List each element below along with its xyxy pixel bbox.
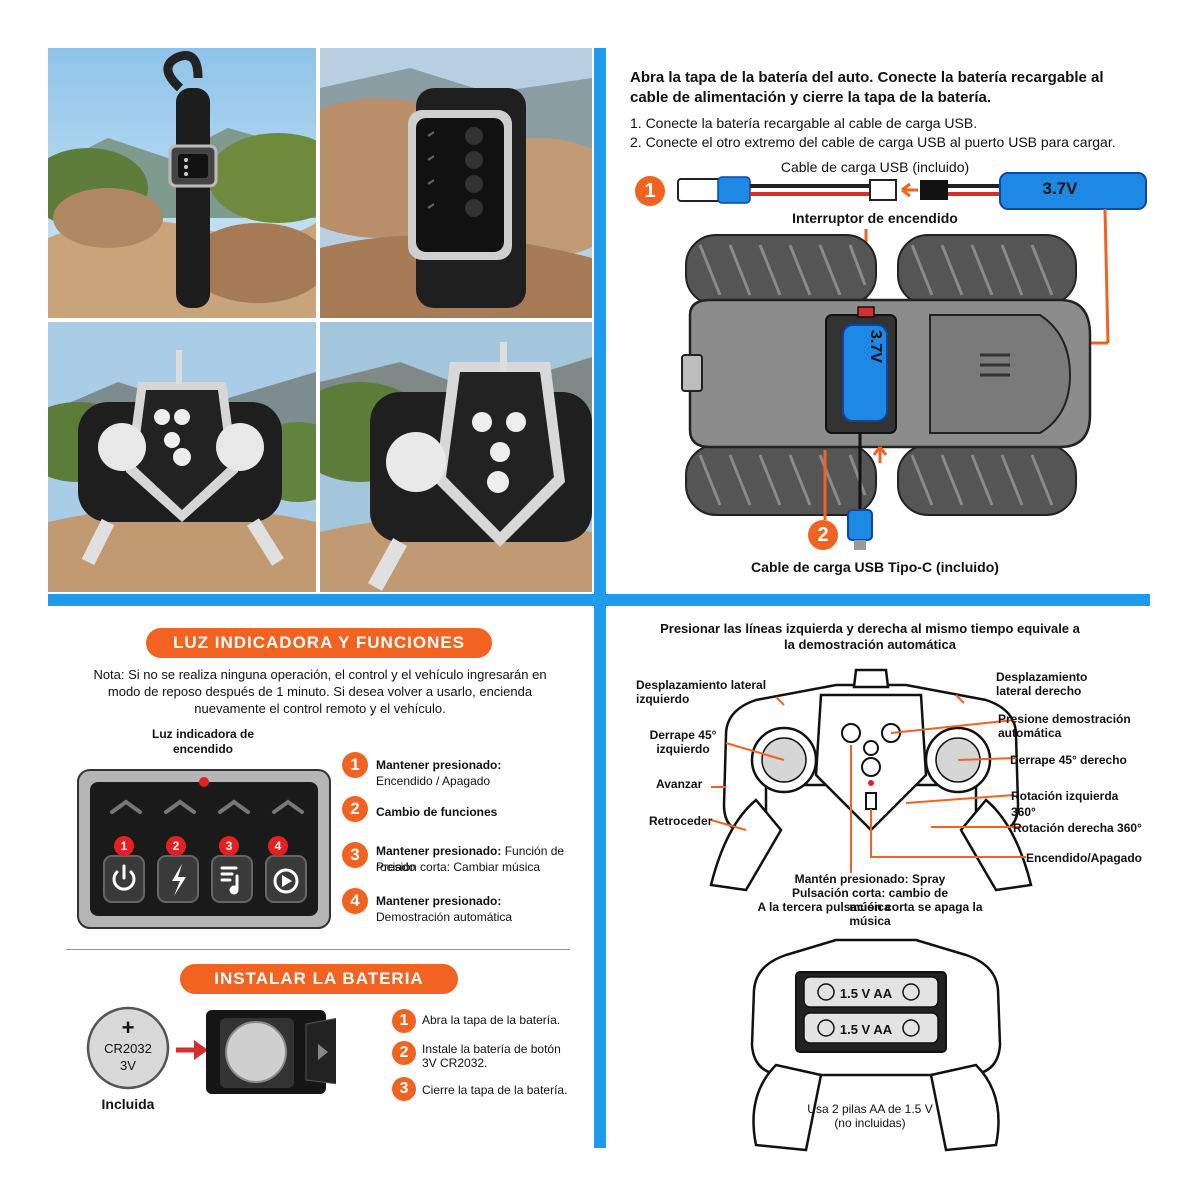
- usb-charging-diagram: [677, 172, 1147, 550]
- controller-heading: Presionar las líneas izquierda y derecha…: [660, 621, 1080, 652]
- battery-pack-label: 3.7V: [1042, 179, 1078, 198]
- car-battery: [842, 324, 888, 422]
- label-rotate-right: Rotación derecha 360°: [1013, 821, 1142, 835]
- function-number-2: 2: [342, 796, 368, 822]
- button-number-2: 2: [166, 836, 186, 856]
- wrist-panel-diagram: [77, 769, 331, 929]
- button-number-3: 3: [219, 836, 239, 856]
- label-drift-left: Derrape 45° izquierdo: [649, 728, 717, 756]
- power-switch: [857, 306, 875, 318]
- function-2-bold: Cambio de funciones: [376, 805, 498, 819]
- section-divider: [66, 949, 570, 950]
- photo-controller-1: [48, 322, 316, 592]
- label-rotate-left: Rotación izquierda 360°: [1011, 789, 1119, 819]
- aa-note: Usa 2 pilas AA de 1.5 V (no incluidas): [807, 1102, 933, 1130]
- label-backward: Retroceder: [649, 814, 713, 828]
- indicator-banner: LUZ INDICADORA Y FUNCIONES: [146, 628, 492, 658]
- install-number-1: 1: [392, 1009, 416, 1033]
- install-step-1: Abra la tapa de la batería.: [422, 1013, 561, 1027]
- power-switch-label: Interruptor de encendido: [792, 210, 958, 226]
- power-light-label: Luz indicadora de encendido: [151, 727, 254, 756]
- photo-wrist-remote-side: [48, 48, 316, 318]
- label-forward: Avanzar: [656, 777, 703, 791]
- label-left-shift: Desplazamiento lateral izquierdo: [636, 678, 767, 706]
- button-number-1: 1: [114, 836, 134, 856]
- function-1-bold: Mantener presionado:: [376, 758, 502, 772]
- coin-included: Incluida: [101, 1096, 155, 1112]
- coin-model: CR2032: [104, 1041, 152, 1056]
- controller-diagram: [709, 668, 1033, 1152]
- battery-banner: INSTALAR LA BATERIA: [180, 964, 458, 994]
- label-auto-demo: Presione demostración automática: [998, 712, 1131, 740]
- function-3-text: Función de rociado: [376, 844, 565, 874]
- coin-cell: [86, 1006, 170, 1090]
- battery-pack: [999, 172, 1147, 210]
- usb-marker-2: 2: [808, 520, 838, 550]
- label-music-off: A la tercera pulsación corta se apaga la…: [757, 900, 983, 928]
- usb-a-plug: [677, 178, 723, 202]
- usb-cable-label: Cable de carga USB (incluido): [780, 159, 970, 175]
- power-light: [199, 777, 209, 787]
- horizontal-divider: [48, 594, 1150, 606]
- function-number-1: 1: [342, 752, 368, 778]
- coin-voltage: 3V: [120, 1058, 136, 1073]
- coin-battery-diagram: [86, 1006, 336, 1094]
- photo-wrist-remote-front: [320, 48, 592, 318]
- function-number-4: 4: [342, 888, 368, 914]
- function-3-bold: Mantener presionado:: [376, 844, 502, 858]
- function-1-text: Encendido / Apagado: [376, 774, 491, 788]
- button-number-4: 4: [268, 836, 288, 856]
- label-spray-hold: Mantén presionado: Spray: [794, 872, 946, 886]
- install-number-2: 2: [392, 1041, 416, 1065]
- aa-battery-label-1: 1.5 V AA: [839, 986, 893, 1001]
- label-drift-right: Derrape 45° derecho: [1010, 753, 1127, 767]
- label-music-short: Pulsación corta: cambio de música: [791, 886, 949, 914]
- photo-controller-2: [320, 322, 592, 592]
- install-step-2: Instale la batería de botón 3V CR2032.: [422, 1042, 561, 1070]
- coin-plus: +: [121, 1015, 135, 1040]
- function-4-bold: Mantener presionado:: [376, 894, 502, 908]
- typec-cable-label: Cable de carga USB Tipo-C (incluido): [751, 559, 999, 575]
- usb-marker-1: 1: [635, 176, 665, 206]
- usb-heading: Abra la tapa de la batería del auto. Con…: [630, 69, 1104, 106]
- install-step-3: Cierre la tapa de la batería.: [422, 1083, 568, 1097]
- music-button: [211, 855, 253, 903]
- label-power: Encendido/Apagado: [1026, 851, 1143, 865]
- sleep-note: Nota: Si no se realiza ninguna operación…: [93, 667, 547, 716]
- function-3-line: Mantener presionado: Función de rociado: [376, 843, 586, 875]
- usb-step-2: 2. Conecte el otro extremo del cable de …: [630, 134, 1116, 150]
- function-3-text2: Presión corta: Cambiar música: [376, 860, 541, 874]
- aa-battery-label-2: 1.5 V AA: [839, 1022, 893, 1037]
- car-battery-label: 3.7V: [867, 329, 884, 363]
- function-4-text: Demostración automática: [376, 910, 513, 924]
- usb-step-1: 1. Conecte la batería recargable al cabl…: [630, 115, 978, 131]
- function-number-3: 3: [342, 842, 368, 868]
- install-number-3: 3: [392, 1077, 416, 1101]
- label-right-shift: Desplazamiento lateral derecho: [996, 670, 1088, 698]
